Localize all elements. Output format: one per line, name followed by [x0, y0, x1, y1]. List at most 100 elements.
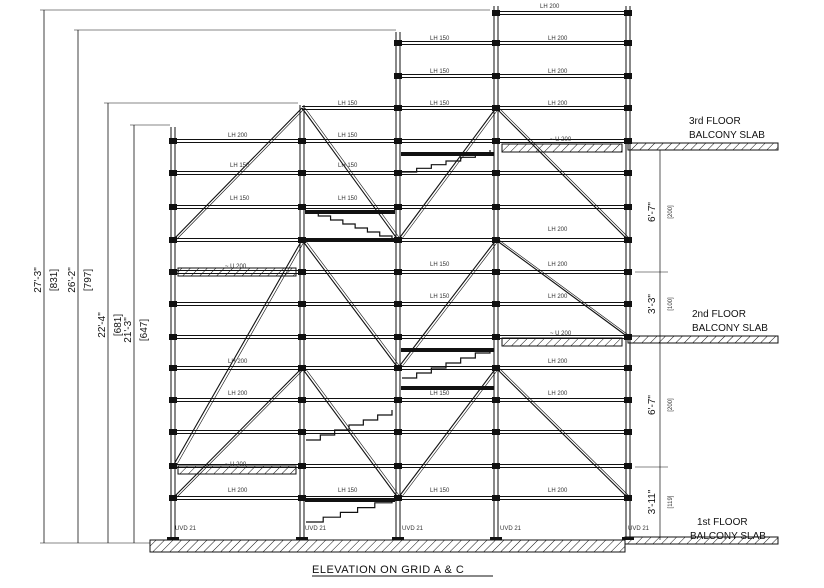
- coupler-post-c-432: [394, 429, 402, 435]
- ground-slab: [149, 539, 626, 553]
- label-lh150-j: LH 150: [430, 262, 450, 268]
- label-lh150-e: LH 150: [338, 133, 358, 139]
- dim-797-ft: 26'-2": [67, 267, 78, 293]
- coupler-post-d-272: [492, 269, 500, 275]
- brace-11-b: [175, 367, 306, 499]
- label-lh150-d: LH 150: [430, 101, 450, 107]
- coupler-post-b-498: [298, 495, 306, 501]
- label-lh150-k: LH 150: [430, 294, 450, 300]
- label-lh150-l: LH 150: [430, 391, 450, 397]
- scaffold-frame: [167, 6, 634, 540]
- coupler-post-c-400: [394, 397, 402, 403]
- deck-right-upper: [501, 143, 623, 153]
- label-lh200-a: LH 200: [548, 36, 568, 42]
- third-floor-label: 3rd FLOOR: [689, 116, 741, 127]
- label-uvd-a: UVD 21: [175, 526, 197, 532]
- coupler-post-d-337: [492, 334, 500, 340]
- label-lh150-f: LH 150: [230, 163, 250, 169]
- left-dimensions: 27'-3" [831] 26'-2" [797] 22'-4" [681] 2…: [33, 9, 490, 544]
- brace-8-a: [301, 367, 399, 499]
- coupler-post-b-173: [298, 170, 306, 176]
- coupler-post-d-432: [492, 429, 500, 435]
- dim-831-ft: 27'-3": [33, 267, 44, 293]
- coupler-post-b-337: [298, 334, 306, 340]
- label-board-a: ~ U 200: [225, 264, 247, 270]
- coupler-post-c-43: [394, 40, 402, 46]
- deck-left-upper: [177, 267, 297, 277]
- coupler-post-c-207: [394, 204, 402, 210]
- base-plate-post-a: [167, 537, 179, 540]
- stair-flight-5: [306, 498, 393, 523]
- coupler-post-d-498: [492, 495, 500, 501]
- plank-decks: [177, 143, 623, 475]
- brace-3-b: [498, 107, 632, 241]
- brace-6-a: [397, 239, 497, 369]
- coupler-post-b-272: [298, 269, 306, 275]
- coupler-post-e-304: [624, 301, 632, 307]
- coupler-post-c-337: [394, 334, 402, 340]
- coupler-post-e-13: [624, 10, 632, 16]
- second-floor-balcony-slab: [627, 335, 779, 344]
- base-plate-post-b: [296, 537, 308, 540]
- label-lh200-m: LH 200: [548, 488, 568, 494]
- label-lh200-top: LH 200: [540, 4, 560, 10]
- coupler-post-e-141: [624, 138, 632, 144]
- dim-right-100-mm: [100]: [668, 297, 674, 311]
- label-board-b: ~ U 200: [550, 137, 572, 143]
- stair-board-2: [401, 152, 494, 156]
- coupler-post-c-466: [394, 463, 402, 469]
- second-floor-slab-label: BALCONY SLAB: [692, 323, 768, 334]
- dim-647-mm: [647]: [139, 319, 150, 341]
- coupler-post-b-432: [298, 429, 306, 435]
- brace-10-a: [495, 367, 629, 499]
- first-floor-slab-label: BALCONY SLAB: [690, 531, 766, 542]
- floor-labels: 3rd FLOOR BALCONY SLAB 2nd FLOOR BALCONY…: [689, 116, 768, 542]
- coupler-post-e-207: [624, 204, 632, 210]
- coupler-post-d-400: [492, 397, 500, 403]
- coupler-post-a-141: [169, 138, 177, 144]
- stair-board-5: [401, 386, 494, 390]
- label-lh150-i: LH 150: [338, 196, 358, 202]
- label-lh200-g: LH 200: [548, 294, 568, 300]
- stair-flight-1: [306, 211, 393, 240]
- coupler-post-d-76: [492, 73, 500, 79]
- brace-10-b: [498, 367, 632, 499]
- deck-right-middle: [501, 337, 623, 347]
- label-lh200-j: LH 200: [228, 391, 248, 397]
- label-lh200-d: LH 200: [228, 133, 248, 139]
- dim-right-200-b-mm: [200]: [668, 398, 674, 412]
- coupler-post-b-466: [298, 463, 306, 469]
- label-uvd-b: UVD 21: [305, 526, 327, 532]
- label-lh150-h: LH 150: [230, 196, 250, 202]
- label-lh150-g: LH 150: [338, 163, 358, 169]
- coupler-post-d-466: [492, 463, 500, 469]
- second-floor-label: 2nd FLOOR: [692, 309, 746, 320]
- coupler-post-e-272: [624, 269, 632, 275]
- first-floor-label: 1st FLOOR: [697, 517, 748, 528]
- label-lh200-h: LH 200: [228, 359, 248, 365]
- label-lh150-a: LH 150: [430, 36, 450, 42]
- coupler-post-d-141: [492, 138, 500, 144]
- right-dimensions: 6'-7" [200] 3'-3" [100] 6'-7" [200] 3'-1…: [635, 150, 674, 540]
- coupler-post-e-108: [624, 105, 632, 111]
- coupler-post-a-272: [169, 269, 177, 275]
- label-lh150-c: LH 150: [338, 101, 358, 107]
- member-labels: LH 200 LH 150 LH 200 LH 150 LH 200 LH 15…: [175, 4, 650, 532]
- coupler-post-e-466: [624, 463, 632, 469]
- stair-board-3: [305, 498, 395, 502]
- brace-5-a: [301, 239, 399, 369]
- deck-left-lower: [177, 465, 297, 475]
- label-board-d: ~ U 200: [225, 462, 247, 468]
- dim-right-100-ft: 3'-3": [647, 294, 658, 314]
- coupler-post-d-173: [492, 170, 500, 176]
- coupler-post-a-173: [169, 170, 177, 176]
- coupler-post-e-173: [624, 170, 632, 176]
- dim-right-200-a-mm: [200]: [668, 205, 674, 219]
- label-lh150-n: LH 150: [430, 488, 450, 494]
- brace-6-b: [400, 239, 500, 369]
- dim-right-119-mm: [119]: [668, 495, 674, 508]
- base-plate-post-e: [622, 537, 634, 540]
- dim-831-mm: [831]: [49, 269, 60, 291]
- label-lh200-e: LH 200: [548, 227, 568, 233]
